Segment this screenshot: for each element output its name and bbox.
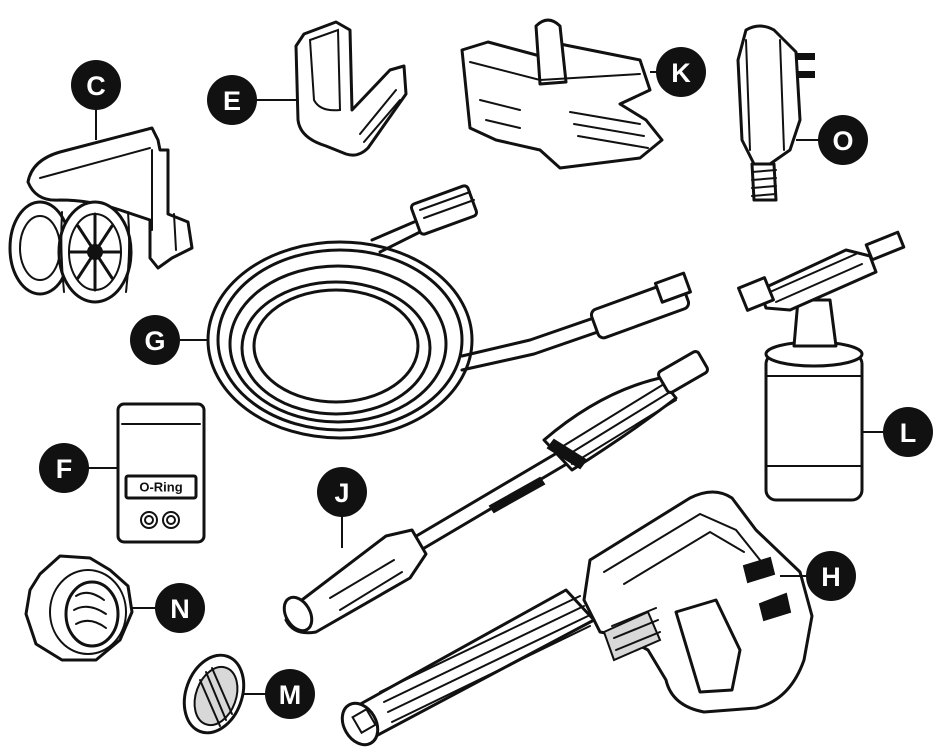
label-h: H	[806, 551, 856, 601]
label-f-text: F	[56, 454, 73, 484]
label-f: F	[39, 443, 89, 493]
label-l-text: L	[900, 418, 917, 448]
label-k-text: K	[671, 58, 691, 88]
part-m-filter-screen	[182, 653, 246, 735]
part-e-hook	[294, 20, 408, 157]
label-g-text: G	[144, 326, 165, 356]
wheel-front	[57, 200, 133, 304]
part-l-foam-bottle	[737, 230, 906, 502]
label-c: C	[71, 60, 121, 110]
part-h-spray-gun	[340, 490, 814, 747]
label-h-text: H	[821, 562, 841, 592]
part-j-spray-wand	[282, 350, 709, 635]
label-k: K	[656, 47, 706, 97]
label-m: M	[265, 669, 315, 719]
part-c-wheel-assembly	[8, 126, 194, 304]
part-n-hose-nut	[24, 554, 134, 662]
label-n-text: N	[170, 594, 190, 624]
label-j-text: J	[334, 478, 349, 508]
part-k-holder-bracket	[460, 18, 664, 170]
label-g: G	[130, 315, 180, 365]
label-c-text: C	[86, 71, 106, 101]
oring-card-text: O-Ring	[139, 480, 182, 495]
part-o-power-plug	[736, 24, 815, 202]
label-e-text: E	[223, 86, 241, 116]
label-o: O	[818, 115, 868, 165]
label-m-text: M	[279, 680, 302, 710]
label-e: E	[207, 75, 257, 125]
label-n: N	[155, 583, 205, 633]
part-g-hose	[206, 184, 692, 440]
label-l: L	[883, 407, 933, 457]
hose-top-connector	[409, 184, 479, 236]
label-o-text: O	[832, 126, 853, 156]
label-j: J	[317, 467, 367, 517]
part-f-oring-card: O-Ring	[116, 402, 206, 544]
